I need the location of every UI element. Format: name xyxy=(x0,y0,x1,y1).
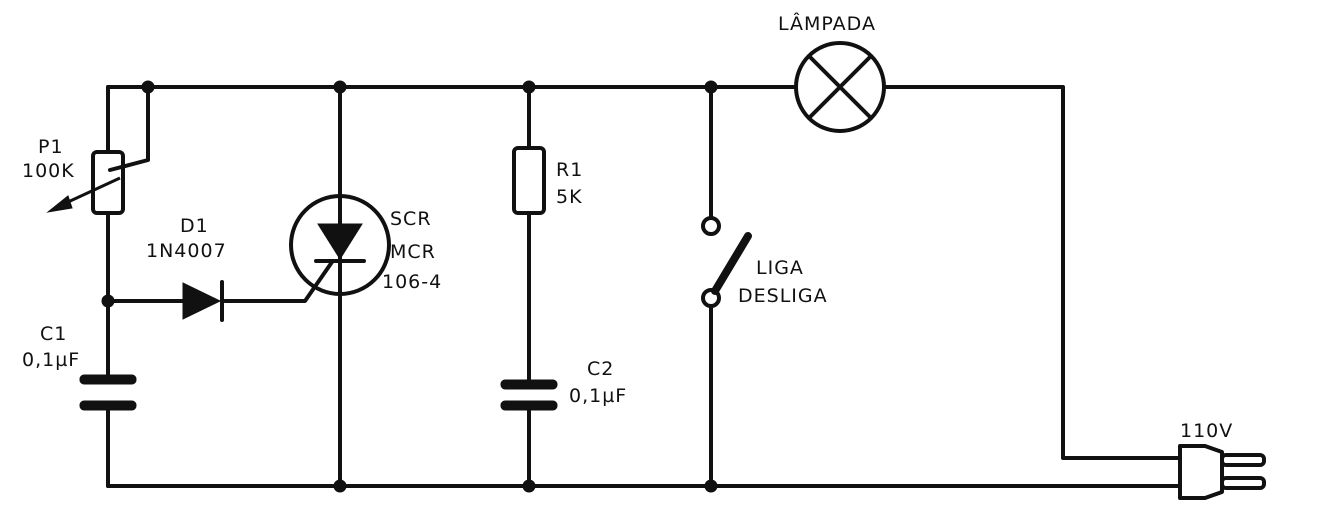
c2-value-label: 0,1µF xyxy=(569,385,627,407)
scr-triangle xyxy=(317,223,363,260)
r1-value-label: 5K xyxy=(556,186,583,208)
switch-top-contact xyxy=(701,216,721,236)
switch-bottom-contact xyxy=(701,288,721,308)
junction-dot xyxy=(522,80,536,94)
switch-liga-desliga xyxy=(701,216,752,308)
diode-d1 xyxy=(182,280,224,322)
c2-plate-top xyxy=(500,379,558,390)
r1-name-label: R1 xyxy=(556,159,583,181)
lamp xyxy=(794,41,886,133)
lamp-to-plug-wire xyxy=(883,85,1182,460)
p1-wiper-wire xyxy=(108,85,150,172)
d1-name-label: D1 xyxy=(180,215,209,237)
labels: LÂMPADA P1 100K D1 1N4007 SCR MCR 106-4 … xyxy=(22,12,1233,442)
c1-name-label: C1 xyxy=(40,323,67,345)
plug-prong-top xyxy=(1220,453,1266,467)
scr-envelope xyxy=(289,194,391,296)
scr-label-line1: SCR xyxy=(390,208,432,230)
junction-dot xyxy=(141,80,155,94)
junction-dot xyxy=(704,80,718,94)
c1-value-label: 0,1µF xyxy=(22,349,80,371)
p1-name-label: P1 xyxy=(38,136,64,158)
plug-icon xyxy=(1178,444,1266,500)
potentiometer-p1 xyxy=(46,150,125,215)
scr-mcr106 xyxy=(289,194,391,296)
resistor-r1 xyxy=(512,146,546,215)
p1-body xyxy=(91,150,125,215)
switch-lever xyxy=(711,232,752,295)
lamp-cross xyxy=(807,54,873,120)
plug-prong-bottom xyxy=(1220,476,1266,490)
d1-triangle xyxy=(182,282,222,320)
junction-dot xyxy=(522,479,536,493)
capacitor-c1 xyxy=(79,374,137,411)
plug-body xyxy=(1178,444,1224,500)
capacitor-c2 xyxy=(500,379,558,411)
junction-dot xyxy=(333,479,347,493)
supply-voltage-label: 110V xyxy=(1180,420,1233,442)
gate-wire xyxy=(223,260,334,303)
p1-value-label: 100K xyxy=(22,160,75,182)
lamp-label: LÂMPADA xyxy=(778,12,876,35)
junction-dot xyxy=(101,294,115,308)
junction-dot xyxy=(333,80,347,94)
c1-plate-bottom xyxy=(79,400,137,411)
switch-label-desliga: DESLIGA xyxy=(738,285,828,307)
scr-label-line2: MCR xyxy=(390,241,436,263)
switch-label-liga: LIGA xyxy=(756,257,804,279)
d1-part-label: 1N4007 xyxy=(146,240,227,262)
scr-label-line3: 106-4 xyxy=(382,271,442,293)
lamp-envelope xyxy=(794,41,886,133)
junction-dot xyxy=(704,479,718,493)
p1-arrow-head xyxy=(46,195,73,213)
c1-plate-top xyxy=(79,374,137,385)
c2-name-label: C2 xyxy=(587,358,614,380)
wires xyxy=(106,85,1182,488)
c2-plate-bottom xyxy=(500,400,558,411)
junctions xyxy=(101,80,718,493)
